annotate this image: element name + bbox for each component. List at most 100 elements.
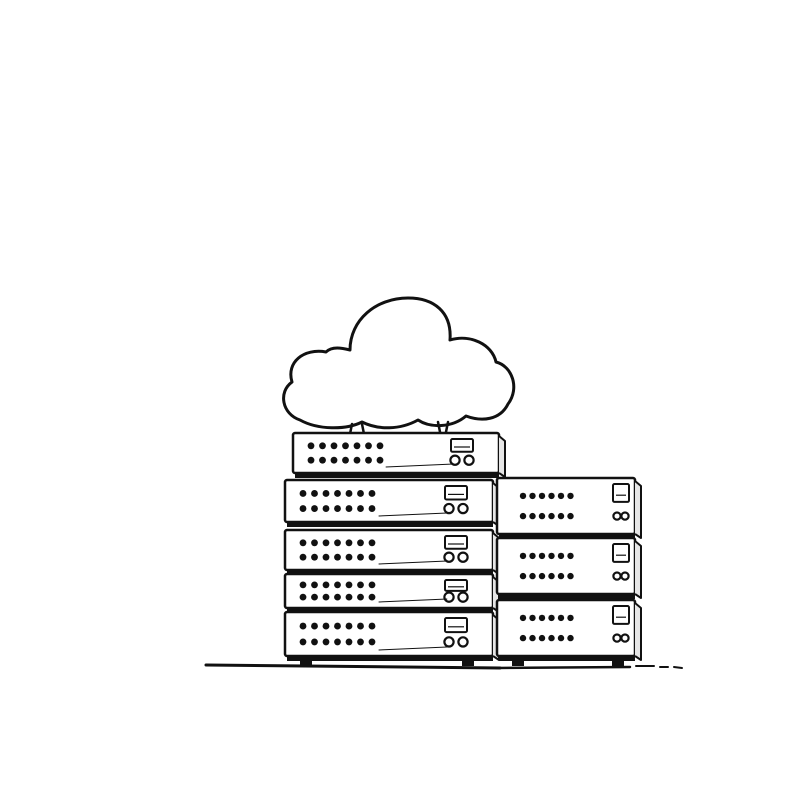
port-dot — [538, 614, 546, 622]
port-dot — [529, 572, 536, 580]
display-window — [444, 617, 468, 634]
port-dot — [357, 593, 364, 601]
port-dot — [334, 490, 341, 497]
port-dot — [311, 553, 318, 561]
port-dot — [557, 492, 565, 500]
port-dot — [319, 442, 326, 450]
port-dot — [299, 505, 307, 512]
port-dot — [365, 442, 372, 450]
port-dot — [322, 553, 330, 561]
display-window — [444, 485, 468, 501]
port-dot — [322, 638, 330, 646]
server-unit — [283, 572, 500, 613]
port-dot — [557, 634, 565, 642]
knob-icon — [443, 591, 455, 603]
port-dot — [330, 442, 338, 450]
knob-icon — [612, 511, 622, 521]
port-dot — [538, 552, 546, 560]
ground-line — [204, 663, 683, 670]
port-dot — [299, 553, 307, 561]
port-dot — [357, 539, 364, 547]
port-dot — [299, 581, 307, 589]
port-dot — [311, 593, 318, 601]
server-unit — [283, 528, 500, 575]
port-dot — [529, 492, 536, 500]
port-dot — [334, 581, 341, 589]
server-unit — [495, 536, 642, 599]
port-dot — [307, 442, 315, 450]
port-dot — [368, 638, 376, 646]
port-dot — [368, 553, 376, 561]
port-dot — [557, 572, 565, 580]
port-dot — [342, 442, 349, 450]
port-dot — [538, 572, 546, 580]
port-dot — [357, 622, 364, 630]
knob-icon — [449, 454, 461, 466]
port-dot — [330, 456, 338, 464]
port-dot — [557, 512, 565, 520]
port-dot — [519, 614, 527, 622]
port-dot — [353, 442, 361, 450]
port-dot — [345, 638, 353, 646]
port-dot — [353, 456, 361, 464]
port-dot — [519, 634, 527, 642]
display-window — [612, 605, 630, 625]
port-dot — [307, 456, 315, 464]
knob-icon — [620, 571, 630, 581]
port-dot — [357, 490, 364, 497]
port-dot — [345, 539, 353, 547]
port-dot — [311, 505, 318, 512]
port-dot — [376, 456, 384, 464]
port-dot — [548, 634, 555, 642]
knob-icon — [612, 571, 622, 581]
knob-icon — [612, 633, 622, 643]
port-dot — [334, 638, 341, 646]
port-dot — [311, 622, 318, 630]
server-unit — [283, 610, 500, 661]
knob-icon — [457, 502, 469, 515]
server-unit — [283, 478, 500, 527]
server-unit — [495, 598, 642, 661]
knob-icon — [620, 633, 630, 643]
port-dot — [519, 572, 527, 580]
port-dot — [368, 622, 376, 630]
stack-foot — [512, 657, 524, 666]
port-dot — [322, 539, 330, 547]
port-dot — [345, 593, 353, 601]
display-window — [444, 535, 468, 550]
server-unit — [291, 431, 506, 478]
port-dot — [368, 539, 376, 547]
port-dot — [319, 456, 326, 464]
port-dot — [548, 492, 555, 500]
port-dot — [334, 593, 341, 601]
port-dot — [548, 512, 555, 520]
knob-icon — [620, 511, 630, 521]
port-dot — [334, 622, 341, 630]
port-dot — [334, 553, 341, 561]
port-dot — [538, 634, 546, 642]
port-dot — [538, 492, 546, 500]
port-dot — [376, 442, 384, 450]
port-dot — [322, 505, 330, 512]
port-dot — [368, 505, 376, 512]
port-dot — [538, 512, 546, 520]
port-dot — [311, 638, 318, 646]
knob-icon — [457, 591, 469, 603]
display-window — [612, 483, 630, 503]
port-dot — [299, 490, 307, 497]
display-window — [450, 438, 474, 453]
knob-icon — [457, 636, 469, 648]
port-dot — [334, 505, 341, 512]
port-dot — [299, 638, 307, 646]
port-dot — [345, 553, 353, 561]
port-dot — [529, 512, 536, 520]
port-dot — [357, 553, 364, 561]
port-dot — [519, 552, 527, 560]
port-dot — [311, 581, 318, 589]
port-dot — [345, 581, 353, 589]
port-dot — [529, 614, 536, 622]
cloud-icon — [282, 296, 516, 436]
knob-icon — [443, 551, 455, 563]
port-dot — [334, 539, 341, 547]
